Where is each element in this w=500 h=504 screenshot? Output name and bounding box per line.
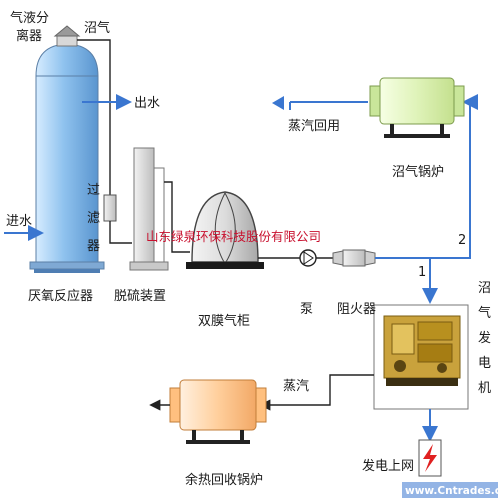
- site-watermark-bg: [402, 482, 498, 498]
- label-gas-holder: 双膜气柜: [198, 313, 250, 329]
- label-branch-2: 2: [458, 233, 466, 248]
- anaerobic-reactor: [29, 43, 105, 273]
- biogas-generator: [373, 304, 469, 410]
- label-filter-2: 滤: [87, 211, 100, 226]
- biogas-pipe-top: [77, 39, 111, 195]
- label-desulfurizer: 脱硫装置: [114, 289, 166, 304]
- label-generator-1: 沼: [478, 281, 491, 296]
- double-membrane-gas-holder: [186, 191, 264, 269]
- filter: [103, 194, 117, 222]
- biogas-boiler: [369, 77, 465, 138]
- label-flame-arrester: 阻火器: [337, 302, 376, 317]
- label-biogas-top: 沼气: [84, 20, 110, 36]
- label-filter-1: 过: [87, 183, 100, 198]
- desulfurizer: [129, 147, 169, 271]
- branch-2-pipe: [430, 94, 478, 259]
- label-generator-4: 电: [478, 356, 491, 371]
- label-generator-2: 气: [478, 305, 491, 321]
- waste-heat-boiler: [169, 379, 267, 444]
- label-water-in: 进水: [6, 214, 32, 229]
- label-pump: 泵: [300, 302, 313, 317]
- lightning-icon: [418, 439, 442, 477]
- pump: [299, 249, 317, 267]
- steam-to-waste-boiler-pipe: [259, 374, 374, 411]
- label-reactor: 厌氧反应器: [28, 288, 93, 304]
- label-generator-5: 机: [478, 381, 491, 396]
- desulfurizer-to-holder-pipe: [164, 181, 190, 253]
- label-steam: 蒸汽: [283, 379, 309, 394]
- label-branch-1: 1: [418, 265, 426, 280]
- flame-arrester: [332, 249, 376, 267]
- label-separator-1: 气液分: [10, 10, 49, 26]
- label-waste-heat-boiler: 余热回收锅炉: [185, 472, 263, 488]
- label-filter-3: 器: [87, 239, 100, 254]
- label-separator-2: 离器: [16, 28, 42, 44]
- gas-liquid-separator: [53, 25, 81, 47]
- site-watermark: www.Cntrades.com: [405, 485, 500, 497]
- steam-reuse-arrowhead: [272, 96, 284, 110]
- label-biogas-boiler: 沼气锅炉: [392, 164, 444, 180]
- company-watermark: 山东绿泉环保科技股份有限公司: [146, 229, 321, 244]
- label-water-out: 出水: [134, 96, 160, 111]
- label-steam-reuse: 蒸汽回用: [288, 119, 340, 134]
- filter-to-desulfurizer-pipe: [109, 221, 132, 244]
- label-grid: 发电上网: [362, 458, 414, 474]
- label-generator-3: 发: [478, 330, 491, 346]
